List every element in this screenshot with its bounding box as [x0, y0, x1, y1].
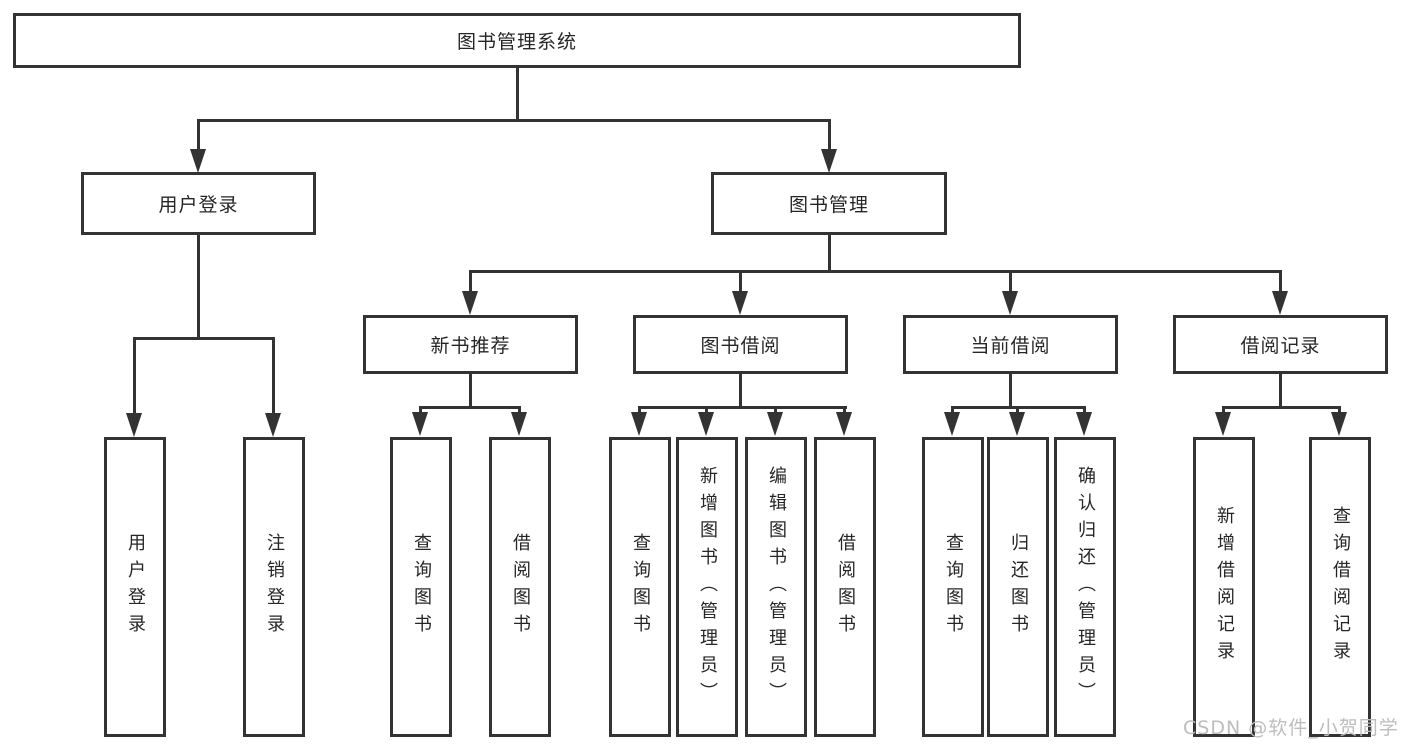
connector-line	[197, 235, 200, 337]
arrow-down-icon	[1272, 291, 1288, 315]
connector-line	[828, 119, 831, 153]
leaf-borrow-books-recommend-label: 借阅图书	[510, 533, 531, 641]
leaf-query-books-borrow-label: 查询图书	[630, 533, 651, 641]
connector-line	[1279, 270, 1282, 295]
leaf-add-book-admin: 新增图书（管理员）	[676, 437, 738, 737]
node-new-book-recommend-label: 新书推荐	[430, 335, 511, 357]
leaf-user-login-label: 用户登录	[125, 533, 146, 641]
arrow-down-icon	[265, 413, 281, 437]
leaf-borrow-books-recommend: 借阅图书	[489, 437, 551, 737]
arrow-down-icon	[412, 412, 428, 436]
leaf-return-books-label: 归还图书	[1008, 533, 1029, 641]
connector-line	[469, 270, 1282, 273]
connector-line	[518, 406, 521, 414]
arrow-down-icon	[1215, 412, 1231, 436]
connector-line	[419, 406, 521, 409]
leaf-add-borrow-record: 新增借阅记录	[1193, 437, 1255, 737]
connector-line	[1338, 406, 1341, 414]
connector-line	[739, 270, 742, 295]
connector-line	[516, 68, 519, 120]
leaf-return-books: 归还图书	[987, 437, 1049, 737]
connector-line	[419, 406, 422, 414]
arrow-down-icon	[631, 412, 647, 436]
leaf-query-books-recommend-label: 查询图书	[411, 533, 432, 641]
leaf-confirm-return-admin: 确认归还（管理员）	[1054, 437, 1116, 737]
connector-line	[739, 374, 742, 407]
connector-line	[1016, 406, 1019, 414]
arrow-down-icon	[1076, 412, 1092, 436]
leaf-confirm-return-admin-label: 确认归还（管理员）	[1075, 465, 1096, 709]
arrow-down-icon	[836, 412, 852, 436]
connector-line	[1222, 406, 1225, 414]
csdn-watermark: CSDN @软件_小贺同学	[1183, 717, 1399, 739]
leaf-user-login: 用户登录	[104, 437, 166, 737]
connector-line	[638, 406, 847, 409]
node-borrow-records: 借阅记录	[1173, 315, 1388, 374]
node-borrow-records-label: 借阅记录	[1240, 335, 1321, 357]
connector-line	[272, 337, 275, 415]
node-new-book-recommend: 新书推荐	[363, 315, 578, 374]
connector-line	[951, 406, 954, 414]
connector-line	[133, 337, 275, 340]
leaf-query-borrow-record-label: 查询借阅记录	[1330, 506, 1351, 668]
arrow-down-icon	[767, 412, 783, 436]
arrow-down-icon	[1002, 291, 1018, 315]
arrow-down-icon	[1331, 412, 1347, 436]
connector-line	[705, 406, 708, 414]
node-root-label: 图书管理系统	[456, 31, 577, 53]
connector-line	[828, 235, 831, 271]
node-book-borrow: 图书借阅	[633, 315, 848, 374]
leaf-edit-book-admin: 编辑图书（管理员）	[745, 437, 807, 737]
connector-line	[1009, 374, 1012, 407]
node-current-borrow: 当前借阅	[903, 315, 1118, 374]
connector-line	[469, 374, 472, 407]
leaf-edit-book-admin-label: 编辑图书（管理员）	[766, 465, 787, 709]
arrow-down-icon	[821, 149, 837, 173]
arrow-down-icon	[190, 149, 206, 173]
connector-line	[638, 406, 641, 414]
arrow-down-icon	[944, 412, 960, 436]
node-root: 图书管理系统	[13, 13, 1021, 68]
connector-line	[1009, 270, 1012, 295]
leaf-logout-label: 注销登录	[264, 533, 285, 641]
connector-line	[1083, 406, 1086, 414]
connector-line	[774, 406, 777, 414]
leaf-logout: 注销登录	[243, 437, 305, 737]
connector-line	[197, 119, 200, 153]
leaf-query-books-current-label: 查询图书	[943, 533, 964, 641]
connector-line	[843, 406, 846, 414]
connector-line	[1222, 406, 1340, 409]
node-user-login: 用户登录	[81, 172, 316, 235]
leaf-borrow-books-label: 借阅图书	[835, 533, 856, 641]
arrow-down-icon	[511, 412, 527, 436]
node-current-borrow-label: 当前借阅	[970, 335, 1051, 357]
leaf-query-books-borrow: 查询图书	[609, 437, 671, 737]
leaf-query-borrow-record: 查询借阅记录	[1309, 437, 1371, 737]
leaf-borrow-books: 借阅图书	[814, 437, 876, 737]
node-book-management-label: 图书管理	[788, 194, 869, 216]
leaf-add-borrow-record-label: 新增借阅记录	[1214, 506, 1235, 668]
node-book-borrow-label: 图书借阅	[700, 335, 781, 357]
arrow-down-icon	[1009, 412, 1025, 436]
arrow-down-icon	[698, 412, 714, 436]
connector-line	[197, 119, 831, 122]
arrow-down-icon	[462, 291, 478, 315]
node-user-login-label: 用户登录	[158, 194, 239, 216]
leaf-add-book-admin-label: 新增图书（管理员）	[697, 465, 718, 709]
connector-line	[1279, 374, 1282, 407]
node-book-management: 图书管理	[711, 172, 947, 235]
leaf-query-books-current: 查询图书	[922, 437, 984, 737]
arrow-down-icon	[126, 413, 142, 437]
connector-line	[133, 337, 136, 415]
arrow-down-icon	[732, 291, 748, 315]
leaf-query-books-recommend: 查询图书	[390, 437, 452, 737]
connector-line	[469, 270, 472, 295]
